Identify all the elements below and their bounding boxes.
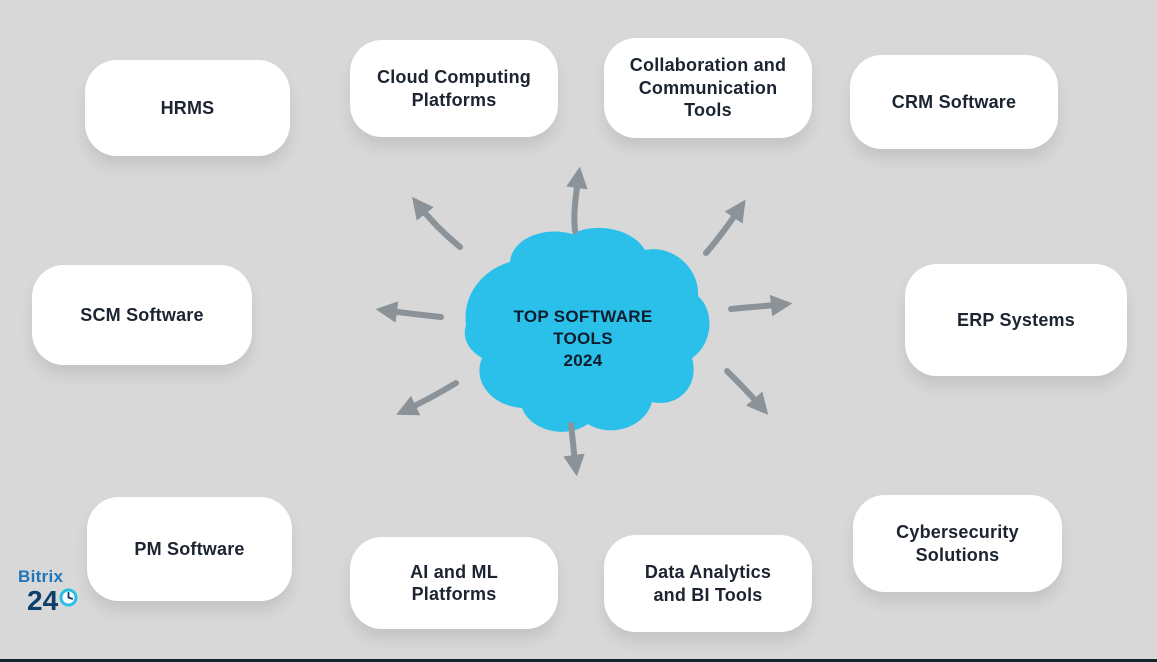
arrow-down-right xyxy=(724,368,769,415)
arrow-left xyxy=(375,301,444,323)
node-scm-software: SCM Software xyxy=(32,265,252,365)
node-aiml-label: AI and ML Platforms xyxy=(410,561,498,605)
node-collaboration-communication-tools: Collaboration and Communication Tools xyxy=(604,38,812,138)
node-cloud-computing-platforms: Cloud Computing Platforms xyxy=(350,40,558,137)
bitrix24-logo: Bitrix 24 xyxy=(18,568,108,615)
bitrix24-logo-brand: Bitrix xyxy=(18,567,64,586)
node-cyber-label: Cybersecurity Solutions xyxy=(896,522,1019,565)
arrow-down-left xyxy=(396,380,459,416)
arrow-up xyxy=(566,166,588,234)
node-hrms-label: HRMS xyxy=(160,97,215,118)
arrow-up-left xyxy=(412,196,463,250)
center-title: TOP SOFTWARE TOOLS 2024 xyxy=(513,307,653,371)
node-collab-label: Collaboration and Communication Tools xyxy=(629,55,787,121)
node-crm-label: CRM Software xyxy=(891,91,1017,112)
node-hrms: HRMS xyxy=(85,60,290,156)
node-erp-systems: ERP Systems xyxy=(905,264,1127,376)
node-erp-label: ERP Systems xyxy=(957,309,1075,330)
bitrix24-logo-number: 24 xyxy=(27,585,59,616)
node-pm-label: PM Software xyxy=(134,538,245,559)
node-cybersecurity-solutions: Cybersecurity Solutions xyxy=(853,495,1062,592)
node-data-label: Data Analytics and BI Tools xyxy=(644,562,772,605)
node-scm-label: SCM Software xyxy=(80,304,204,325)
arrow-down xyxy=(563,422,585,477)
clock-icon xyxy=(59,588,78,606)
arrow-up-right xyxy=(703,199,746,256)
arrow-right xyxy=(728,294,793,317)
node-crm-software: CRM Software xyxy=(850,55,1058,149)
bottom-divider xyxy=(0,659,1157,662)
node-cloud-label: Cloud Computing Platforms xyxy=(377,67,531,110)
node-pm-software: PM Software xyxy=(87,497,292,601)
node-data-analytics-bi-tools: Data Analytics and BI Tools xyxy=(604,535,812,632)
node-ai-ml-platforms: AI and ML Platforms xyxy=(350,537,558,629)
